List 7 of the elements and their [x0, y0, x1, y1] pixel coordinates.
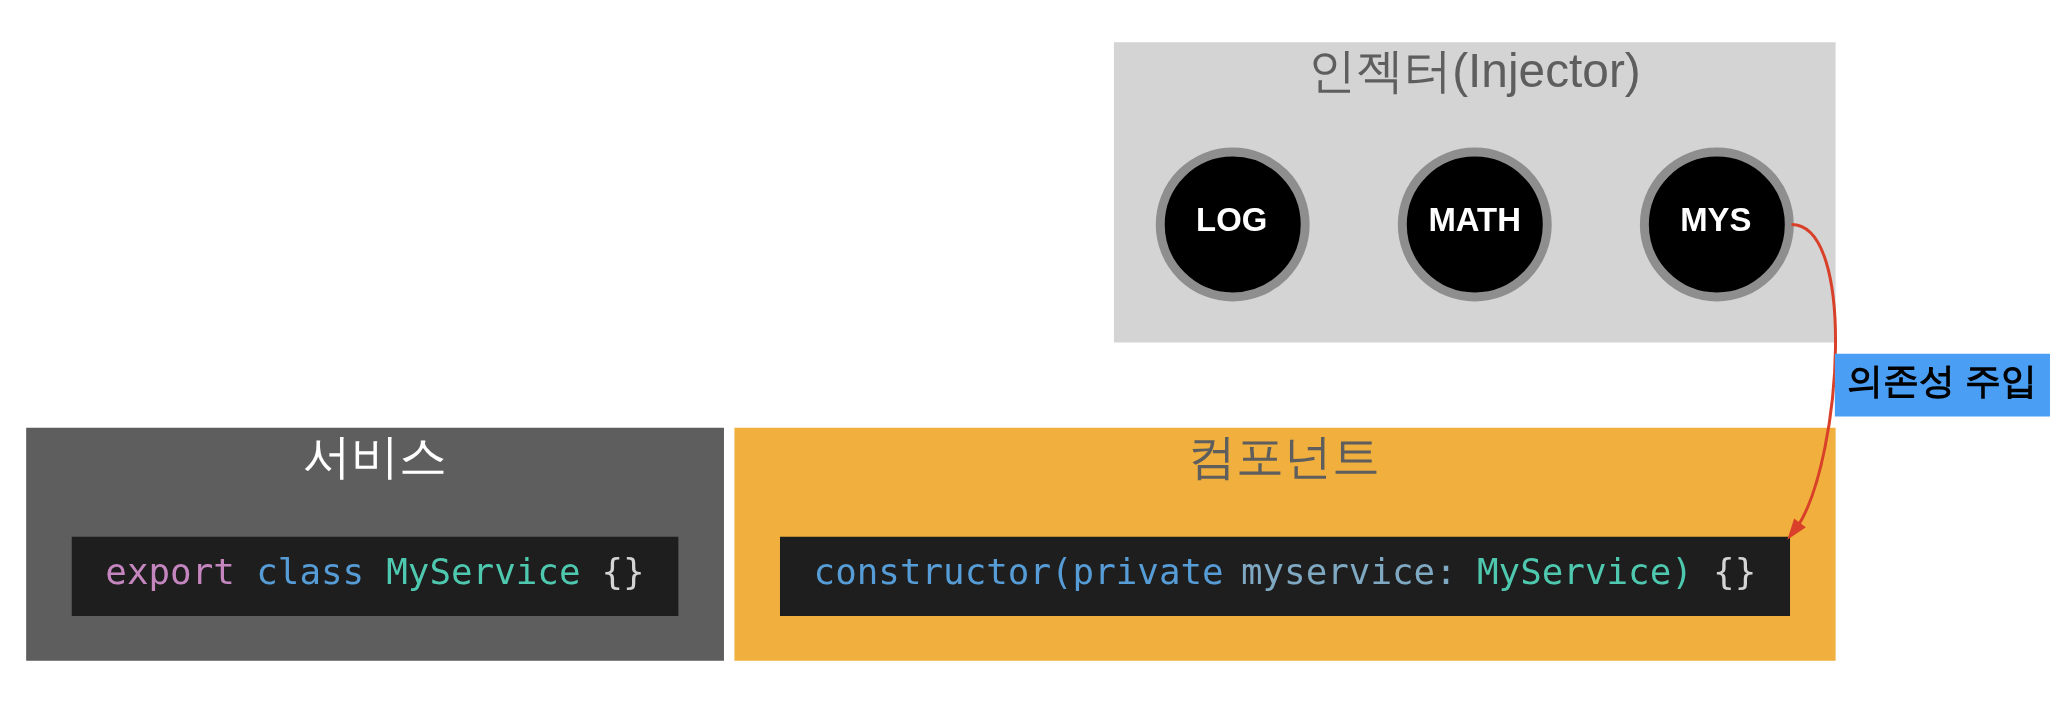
node-box: export class MyService {} — [71, 536, 678, 616]
node-circle: MATH — [1397, 147, 1552, 301]
node-circle: LOG — [1155, 147, 1310, 301]
arrow — [1786, 222, 1837, 540]
edge-label: 의존성 주입 — [1846, 360, 2037, 401]
node-box: constructor(private myservice: MyService) {} — [779, 536, 1790, 616]
node-circle: MYS — [1639, 147, 1794, 301]
